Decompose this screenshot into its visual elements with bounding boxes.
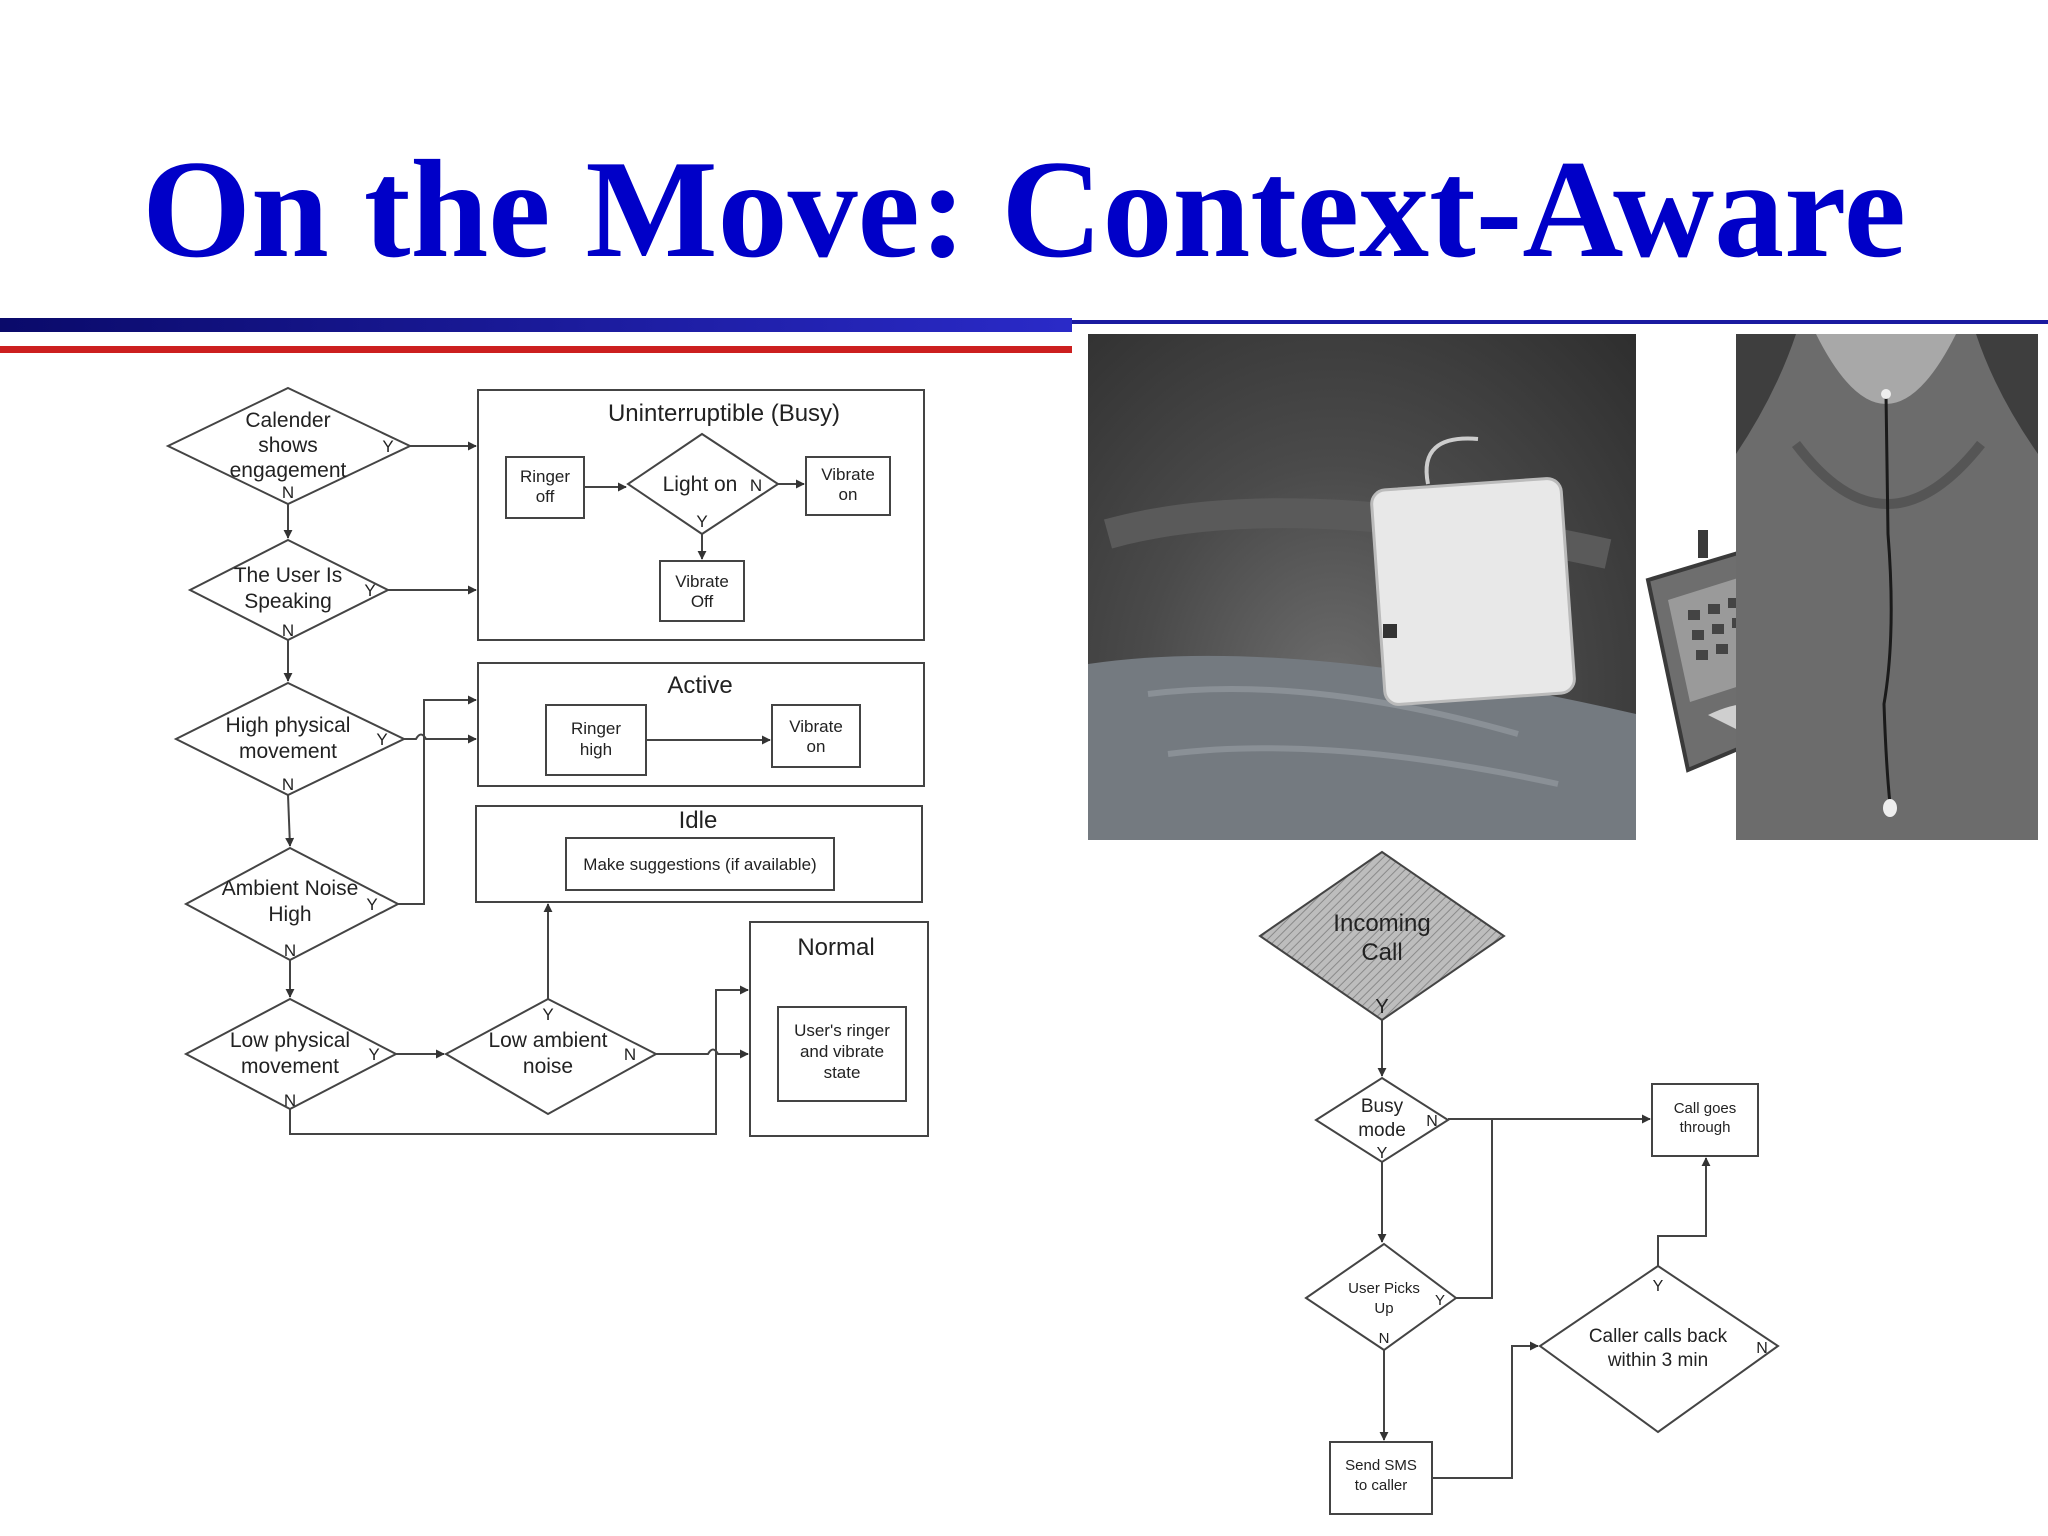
picks-up-line-2: Up <box>1374 1300 1393 1317</box>
light-on-no: N <box>750 476 762 495</box>
slide-title: On the Move: Context-Aware <box>142 132 1906 287</box>
calls-back-line-2: within 3 min <box>1607 1350 1708 1371</box>
busy-vibrate-on-line-1: Vibrate <box>821 465 875 484</box>
picks-up-no: N <box>1379 1330 1390 1347</box>
right-flow-labels: Incoming Call Y Busy mode N Y User Picks… <box>1333 910 1767 1494</box>
low-noise-no: N <box>624 1045 636 1064</box>
picks-up-yes: Y <box>1435 1292 1445 1309</box>
active-ringer-line-1: Ringer <box>571 719 621 738</box>
active-group-title: Active <box>667 672 732 699</box>
picks-up-line-1: User Picks <box>1348 1280 1420 1297</box>
ambient-noise-line-2: High <box>268 903 311 926</box>
normal-action-line-1: User's ringer <box>794 1021 890 1040</box>
calendar-line-3: engagement <box>230 459 347 482</box>
idle-group-title: Idle <box>679 807 718 834</box>
calendar-line-2: shows <box>258 434 318 457</box>
incoming-call-line-2: Call <box>1361 939 1402 966</box>
active-group-box <box>477 662 925 787</box>
low-noise-decision <box>443 997 659 1116</box>
busy-vibrate-on-line-2: on <box>839 485 858 504</box>
left-flow-labels: Calender shows engagement The User Is Sp… <box>222 400 891 1110</box>
calls-back-no: N <box>1756 1340 1768 1357</box>
busy-mode-no: N <box>1426 1113 1438 1130</box>
busy-mode-line-1: Busy <box>1361 1096 1404 1117</box>
normal-action-box <box>777 1006 907 1102</box>
low-movement-line-1: Low physical <box>230 1029 350 1052</box>
busy-group-box <box>477 389 925 641</box>
active-ringer-line-2: high <box>580 740 612 759</box>
speaking-yes: Y <box>364 581 375 600</box>
low-movement-yes: Y <box>368 1045 379 1064</box>
busy-vibrate-on-box <box>805 456 891 516</box>
low-noise-yes: Y <box>542 1005 553 1024</box>
incoming-call-yes: Y <box>1375 996 1388 1018</box>
speaking-line-1: The User Is <box>234 564 343 587</box>
light-on-yes: Y <box>696 512 707 531</box>
active-vibrate-line-1: Vibrate <box>789 717 843 736</box>
header-rule-blue-thick <box>0 318 1072 332</box>
calls-back-yes: Y <box>1653 1278 1664 1295</box>
incoming-call-flowchart <box>1258 850 1780 1515</box>
call-through-line-2: through <box>1680 1119 1731 1136</box>
neck-microphone-drawing <box>1736 334 2038 817</box>
busy-mode-yes: Y <box>1377 1145 1388 1162</box>
light-on-label: Light on <box>663 473 738 496</box>
header-rule-red <box>0 346 1072 353</box>
send-sms-line-1: Send SMS <box>1345 1457 1417 1474</box>
active-vibrate-line-2: on <box>807 737 826 756</box>
normal-group-title: Normal <box>797 934 874 961</box>
high-movement-no: N <box>282 775 294 794</box>
call-through-line-1: Call goes <box>1674 1100 1737 1117</box>
calls-back-line-1: Caller calls back <box>1589 1326 1728 1347</box>
busy-vibrate-off-line-2: Off <box>691 592 714 611</box>
high-movement-yes: Y <box>376 730 387 749</box>
calendar-no: N <box>282 483 294 502</box>
busy-group-title: Uninterruptible (Busy) <box>608 400 840 427</box>
calendar-line-1: Calender <box>245 409 330 432</box>
busy-vibrate-off-box <box>659 560 745 622</box>
high-movement-line-2: movement <box>239 740 337 763</box>
send-sms-line-2: to caller <box>1355 1477 1408 1494</box>
busy-vibrate-off-line-1: Vibrate <box>675 572 729 591</box>
context-state-flowchart <box>165 386 929 1137</box>
call-through-box <box>1651 1083 1759 1157</box>
busy-ringer-line-2: off <box>536 487 555 506</box>
incoming-call-line-1: Incoming <box>1333 910 1430 937</box>
idle-action-label: Make suggestions (if available) <box>583 855 816 874</box>
ambient-noise-line-1: Ambient Noise <box>222 877 359 900</box>
device-on-belt-drawing <box>1088 436 1636 840</box>
idle-group-box <box>475 805 923 903</box>
calls-back-decision <box>1538 1264 1780 1434</box>
busy-ringer-line-1: Ringer <box>520 467 570 486</box>
normal-action-line-2: and vibrate <box>800 1042 884 1061</box>
normal-group-box <box>749 921 929 1137</box>
low-movement-line-2: movement <box>241 1055 339 1078</box>
normal-action-line-3: state <box>824 1063 861 1082</box>
low-noise-line-2: noise <box>523 1055 573 1078</box>
low-noise-line-1: Low ambient <box>488 1029 607 1052</box>
neck-microphone-photo <box>1736 334 2038 840</box>
device-on-belt-photo <box>1088 334 1636 840</box>
idle-action-box <box>565 837 835 891</box>
header-rule-blue-thin <box>1072 320 2048 324</box>
ambient-noise-yes: Y <box>366 895 377 914</box>
busy-mode-line-2: mode <box>1358 1120 1406 1141</box>
active-vibrate-box <box>771 704 861 768</box>
calendar-yes: Y <box>382 437 393 456</box>
speaking-no: N <box>282 621 294 640</box>
high-movement-line-1: High physical <box>226 714 351 737</box>
low-movement-no: N <box>284 1091 296 1110</box>
ambient-noise-no: N <box>284 941 296 960</box>
speaking-line-2: Speaking <box>244 590 332 613</box>
